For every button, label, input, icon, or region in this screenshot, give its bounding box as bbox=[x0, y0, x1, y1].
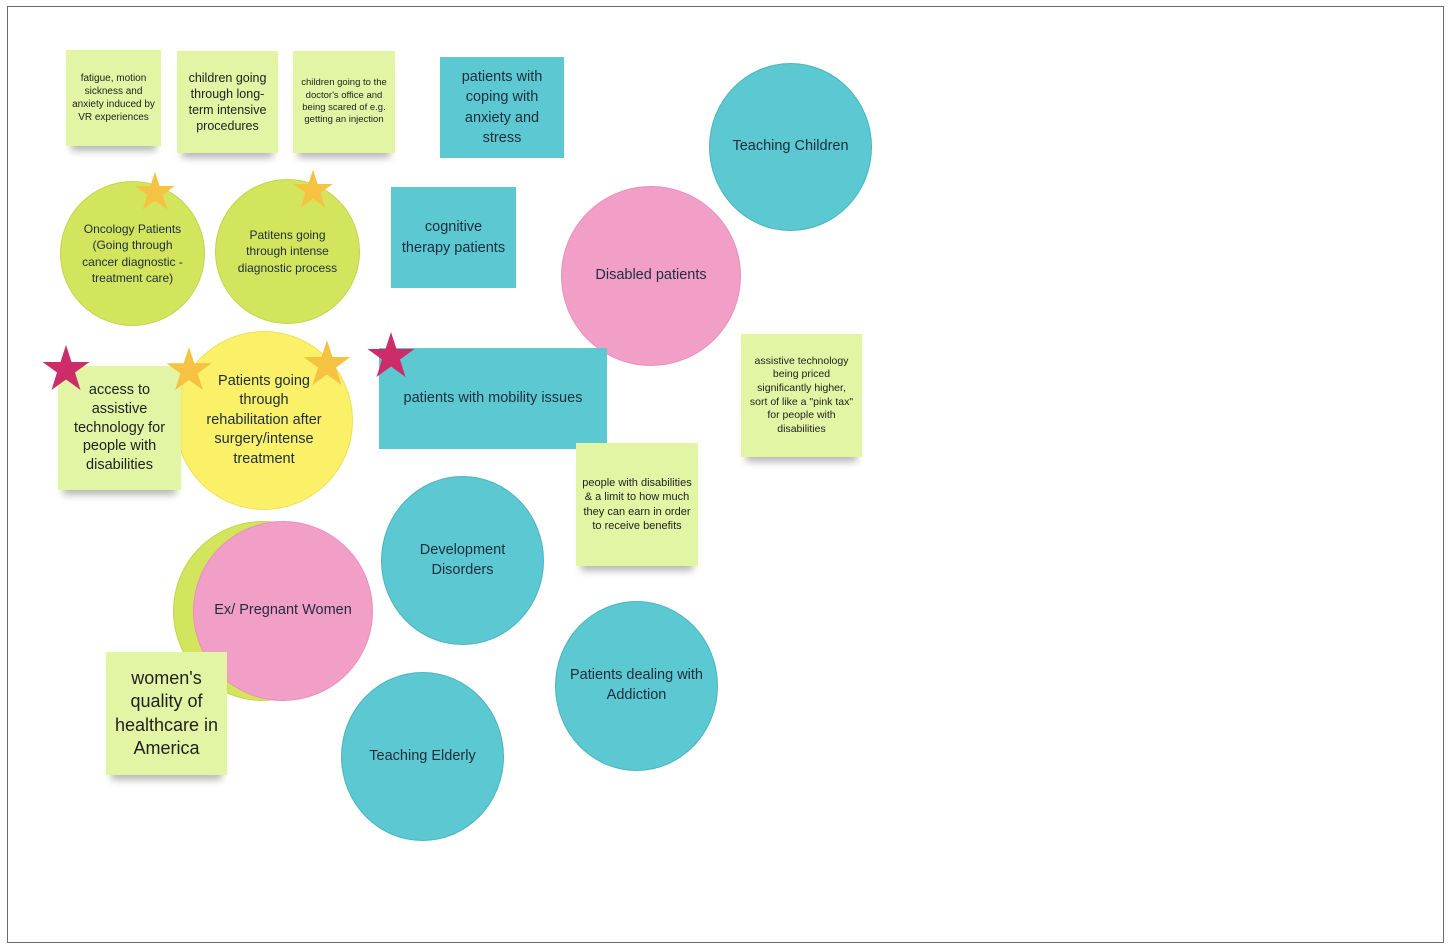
sticky-note-children-longterm[interactable]: children going through long-term intensi… bbox=[177, 51, 278, 153]
circle-teaching-children[interactable]: Teaching Children bbox=[709, 63, 872, 231]
circle-development-disorders[interactable]: Development Disorders bbox=[381, 476, 544, 645]
sticky-note-womens-healthcare[interactable]: women's quality of healthcare in America bbox=[106, 652, 227, 775]
star-icon[interactable] bbox=[41, 343, 91, 393]
card-cognitive-therapy[interactable]: cognitive therapy patients bbox=[391, 187, 516, 288]
sticky-note-vr-fatigue[interactable]: fatigue, motion sickness and anxiety ind… bbox=[66, 50, 161, 146]
star-icon[interactable] bbox=[292, 168, 334, 210]
star-icon[interactable] bbox=[165, 345, 213, 393]
card-coping-anxiety[interactable]: patients with coping with anxiety and st… bbox=[440, 57, 564, 158]
sticky-note-benefits-limit[interactable]: people with disabilities & a limit to ho… bbox=[576, 443, 698, 566]
circle-teaching-elderly[interactable]: Teaching Elderly bbox=[341, 672, 504, 841]
circle-addiction[interactable]: Patients dealing with Addiction bbox=[555, 601, 718, 771]
circle-diagnostic-process[interactable]: Patitens going through intense diagnosti… bbox=[215, 179, 360, 324]
star-icon[interactable] bbox=[302, 338, 352, 388]
star-icon[interactable] bbox=[134, 170, 176, 212]
sticky-note-access-assistive[interactable]: access to assistive technology for peopl… bbox=[58, 366, 181, 490]
card-mobility-issues[interactable]: patients with mobility issues bbox=[379, 348, 607, 449]
circle-disabled-patients[interactable]: Disabled patients bbox=[561, 186, 741, 366]
sticky-note-children-doctor[interactable]: children going to the doctor's office an… bbox=[293, 51, 395, 153]
circle-oncology-patients[interactable]: Oncology Patients (Going through cancer … bbox=[60, 181, 205, 326]
sticky-note-assistive-pricing[interactable]: assistive technology being priced signif… bbox=[741, 334, 862, 457]
star-icon[interactable] bbox=[366, 330, 416, 380]
